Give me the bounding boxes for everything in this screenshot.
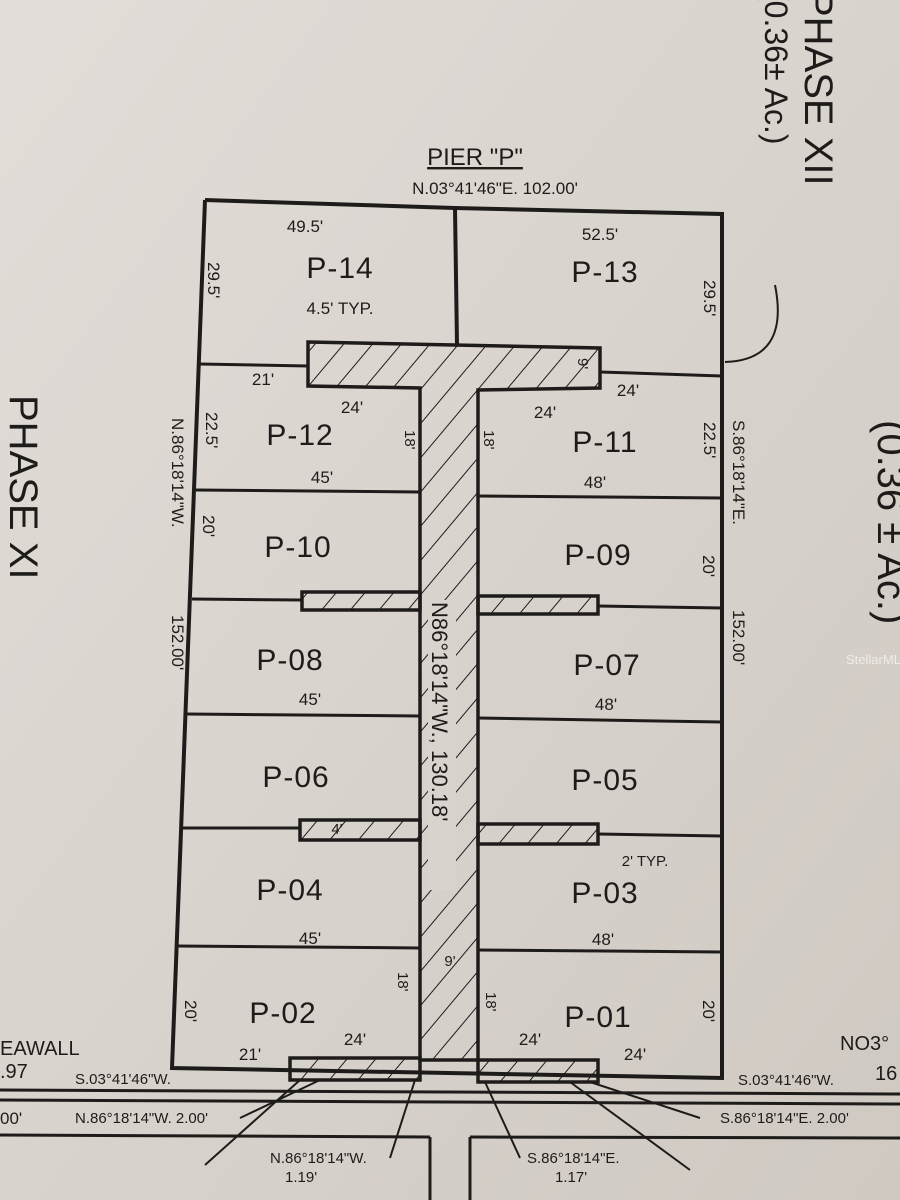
dim-48: 48' (584, 473, 606, 492)
right-length: 152.00' (729, 610, 748, 665)
finger-pier (476, 1058, 600, 1084)
finger-pier (288, 1056, 422, 1082)
typ-2: 2' TYP. (622, 853, 669, 870)
dim-24: 24' (519, 1030, 541, 1049)
se-short-length: 1.17' (555, 1169, 587, 1186)
watermark: StellarMLS (846, 652, 900, 667)
left-bearing: N.86°18'14"W. (168, 418, 187, 528)
lot-p-12: P-12 (266, 419, 333, 452)
center-bearing: N86°18'14"W., 130.18' (427, 602, 452, 821)
dim-20-right: 20' (699, 1000, 718, 1022)
finger-pier (476, 822, 600, 846)
center-label-bg (428, 600, 456, 890)
dim-4: 4' (331, 821, 342, 838)
seawall-se-bearing: S.86°18'14"E. 2.00' (720, 1110, 849, 1127)
lot-p-03: P-03 (571, 877, 638, 910)
bottom-left-bearing: S.03°41'46"W. (75, 1071, 171, 1088)
dim-18: 18' (482, 992, 499, 1012)
lot-p-04: P-04 (256, 874, 323, 907)
left-00: 00' (0, 1109, 22, 1128)
seawall-nw-bearing: N.86°18'14"W. 2.00' (75, 1110, 208, 1127)
lot-p-10: P-10 (264, 531, 331, 564)
right-16: 16 (875, 1063, 897, 1085)
seawall-value: .97 (0, 1061, 28, 1083)
finger-pier (298, 818, 422, 842)
lot-p-09: P-09 (564, 539, 631, 572)
lot-p-14: P-14 (306, 252, 373, 285)
dim-45: 45' (311, 468, 333, 487)
finger-pier (300, 590, 422, 612)
dim-22-5-right: 22.5' (700, 422, 719, 458)
phase-xii-area: (0.36± Ac.) (758, 0, 794, 145)
lot-p-11: P-11 (572, 426, 637, 459)
pier-boundary (169, 198, 724, 1081)
edge-text: EAWALL .97 00' NO3° 16 (0, 1033, 897, 1128)
top-bearing: N.03°41'46"E. 102.00' (412, 179, 578, 198)
dim-24: 24' (344, 1030, 366, 1049)
dimension-labels: 49.5' 52.5' 29.5' 29.5' 4.5' TYP. 21' 24… (181, 217, 719, 1064)
dim-29-5-right: 29.5' (700, 280, 719, 316)
dim-48: 48' (592, 930, 614, 949)
nw-short-bearing: N.86°18'14"W. (270, 1150, 367, 1167)
lot-p-07: P-07 (573, 649, 640, 682)
dim-49-5: 49.5' (287, 217, 323, 236)
finger-pier (476, 594, 600, 616)
right-bearing: S.86°18'14"E. (729, 420, 748, 525)
dim-18: 18' (480, 430, 497, 450)
dim-18: 18' (401, 430, 418, 450)
dim-9: 9' (444, 953, 455, 970)
lot-p-05: P-05 (571, 764, 638, 797)
lot-p-13: P-13 (571, 256, 638, 289)
seawall-label: EAWALL (0, 1038, 80, 1060)
left-length: 152.00' (168, 615, 187, 670)
dim-20-right: 20' (699, 555, 718, 577)
dim-18: 18' (394, 972, 411, 992)
lot-p-02: P-02 (249, 997, 316, 1030)
dim-22-5-left: 22.5' (202, 412, 221, 448)
dim-24: 24' (624, 1045, 646, 1064)
bearing-labels: N.86°18'14"W. 152.00' S.86°18'14"E. 152.… (75, 418, 849, 1186)
dim-21: 21' (239, 1045, 261, 1064)
lot-p-01: P-01 (564, 1001, 631, 1034)
dim-52-5: 52.5' (582, 225, 618, 244)
lot-p-06: P-06 (262, 761, 329, 794)
phase-xii-label: PHASE XII (796, 0, 840, 186)
dim-48: 48' (595, 695, 617, 714)
leader-lines (204, 284, 779, 1171)
typ-4-5: 4.5' TYP. (307, 299, 374, 318)
dim-29-5-left: 29.5' (204, 262, 223, 298)
dim-45: 45' (299, 690, 321, 709)
phase-xi-label: PHASE XI (1, 395, 45, 580)
bottom-right-bearing: S.03°41'46"W. (738, 1072, 834, 1089)
dim-20-left: 20' (181, 1000, 200, 1022)
se-short-bearing: S.86°18'14"E. (527, 1150, 620, 1167)
pier-title: PIER "P" (427, 144, 523, 171)
partial-area-label: (0.36 ± Ac.) (869, 420, 900, 624)
lot-labels: P-14 P-13 P-12 P-11 P-10 P-09 P-08 P-07 … (249, 252, 640, 1034)
right-no3: NO3° (840, 1033, 889, 1055)
nw-short-length: 1.19' (285, 1169, 317, 1186)
dim-24: 24' (534, 403, 556, 422)
dim-20-left: 20' (199, 515, 218, 537)
dim-21: 21' (252, 370, 274, 389)
lot-p-08: P-08 (256, 644, 323, 677)
dim-9: 9' (574, 358, 591, 369)
dim-24: 24' (617, 381, 639, 400)
dim-24: 24' (341, 398, 363, 417)
dim-45: 45' (299, 929, 321, 948)
